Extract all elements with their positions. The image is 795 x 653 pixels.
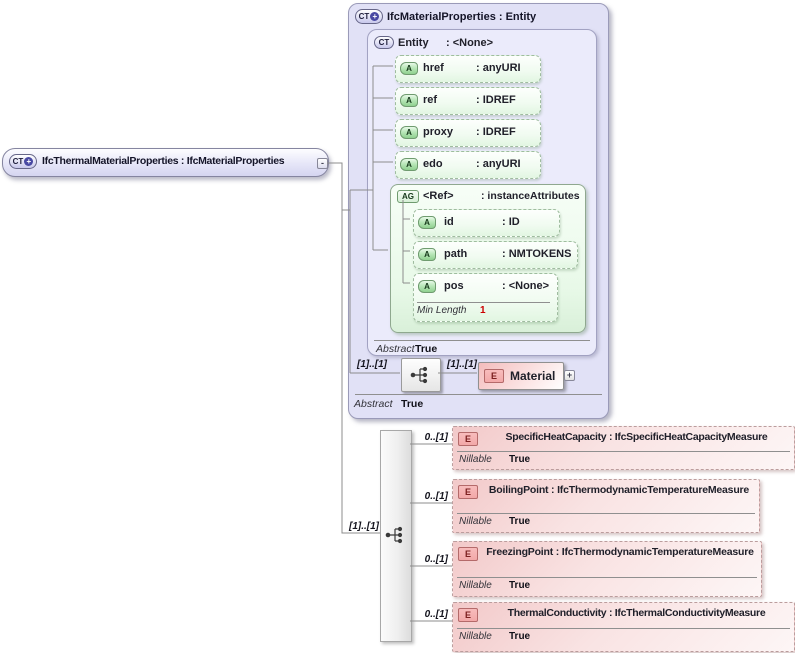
complextype-icon: CT +	[355, 9, 383, 24]
element-icon: E	[484, 369, 504, 383]
facet-value: 1	[480, 305, 486, 316]
entity-type: : <None>	[446, 37, 494, 49]
nillable-divider	[457, 628, 790, 629]
attribute-box-path: A path : NMTOKENS	[413, 241, 578, 269]
nillable-value: True	[509, 580, 531, 591]
element-box-thermalconductivity[interactable]: E ThermalConductivity : IfcThermalConduc…	[452, 602, 795, 652]
cardinality-label: 0..[1]	[424, 432, 448, 443]
sequence-glyph	[410, 366, 428, 384]
cardinality-label: 0..[1]	[424, 609, 448, 620]
abstract-value: True	[415, 343, 438, 355]
attribute-type: : ID	[502, 216, 520, 228]
expand-button[interactable]: +	[564, 370, 575, 381]
attribute-name: edo	[423, 158, 443, 170]
cardinality-label: [1]..[1]	[349, 521, 379, 532]
facet-label: Min Length	[417, 305, 467, 316]
attribute-icon: A	[400, 158, 418, 171]
root-type-title: IfcThermalMaterialProperties : IfcMateri…	[42, 155, 285, 167]
attribute-type: : NMTOKENS	[502, 248, 572, 260]
element-name: Material	[510, 369, 556, 383]
parent-type-title: IfcMaterialProperties : Entity	[387, 11, 537, 23]
abstract-label: Abstract	[354, 398, 393, 410]
badge-label: CT	[358, 12, 370, 21]
complextype-icon: CT	[374, 36, 394, 49]
plus-icon: +	[24, 157, 34, 166]
element-box-material[interactable]: E Material	[478, 362, 564, 390]
parent-type-box: CT + IfcMaterialProperties : Entity CT E…	[348, 3, 609, 419]
attribute-box-href: A href : anyURI	[395, 55, 541, 83]
element-box-specificheatcapacity[interactable]: E SpecificHeatCapacity : IfcSpecificHeat…	[452, 426, 795, 470]
attribute-box-proxy: A proxy : IDREF	[395, 119, 541, 147]
nillable-divider	[457, 577, 757, 578]
cardinality-label: [1]..[1]	[447, 359, 477, 370]
nillable-label: Nillable	[459, 454, 492, 465]
element-icon: E	[458, 547, 478, 561]
attribute-group-icon: AG	[397, 190, 419, 203]
nillable-label: Nillable	[459, 580, 492, 591]
attribute-icon: A	[418, 280, 436, 293]
abstract-value: True	[401, 398, 424, 410]
element-box-freezingpoint[interactable]: E FreezingPoint : IfcThermodynamicTemper…	[452, 541, 762, 597]
attribute-box-pos: A pos : <None> Min Length 1	[413, 273, 558, 322]
abstract-divider	[374, 340, 590, 341]
nillable-divider	[457, 513, 755, 514]
entity-name: Entity	[398, 37, 429, 49]
root-type-box: CT + IfcThermalMaterialProperties : IfcM…	[2, 148, 329, 177]
sequence-bar	[380, 430, 412, 642]
attribute-group-name: <Ref>	[423, 190, 454, 202]
cardinality-label: [1]..[1]	[357, 359, 387, 370]
attribute-name: href	[423, 62, 444, 74]
attribute-box-edo: A edo : anyURI	[395, 151, 541, 179]
element-title: SpecificHeatCapacity : IfcSpecificHeatCa…	[505, 431, 768, 443]
collapse-button[interactable]: -	[317, 158, 328, 169]
attribute-box-id: A id : ID	[413, 209, 560, 237]
attribute-name: ref	[423, 94, 438, 106]
element-title: BoilingPoint : IfcThermodynamicTemperatu…	[488, 484, 750, 496]
nillable-label: Nillable	[459, 516, 492, 527]
attribute-type: : anyURI	[476, 158, 521, 170]
nillable-value: True	[509, 454, 531, 465]
plus-icon: +	[370, 12, 380, 21]
complextype-icon: CT +	[9, 154, 37, 169]
facet-divider	[417, 302, 550, 303]
entity-base-box: CT Entity : <None> A href : anyURI A ref…	[367, 29, 597, 356]
cardinality-label: 0..[1]	[424, 491, 448, 502]
element-title: ThermalConductivity : IfcThermalConducti…	[507, 607, 766, 619]
sequence-icon	[401, 358, 441, 392]
attribute-icon: A	[400, 94, 418, 107]
attribute-name: id	[444, 216, 454, 228]
attribute-name: path	[444, 248, 468, 260]
attribute-name: pos	[444, 280, 464, 292]
element-icon: E	[458, 608, 478, 622]
element-title: FreezingPoint : IfcThermodynamicTemperat…	[486, 546, 754, 558]
abstract-divider	[355, 394, 602, 395]
element-icon: E	[458, 432, 478, 446]
attribute-type: : anyURI	[476, 62, 521, 74]
element-icon: E	[458, 485, 478, 499]
nillable-divider	[457, 451, 790, 452]
attribute-icon: A	[418, 248, 436, 261]
nillable-label: Nillable	[459, 631, 492, 642]
attribute-icon: A	[400, 126, 418, 139]
abstract-label: Abstract	[376, 343, 415, 355]
nillable-value: True	[509, 516, 531, 527]
sequence-glyph	[385, 526, 403, 544]
attribute-type: : IDREF	[476, 94, 516, 106]
attribute-group-type: : instanceAttributes	[481, 190, 580, 202]
element-box-boilingpoint[interactable]: E BoilingPoint : IfcThermodynamicTempera…	[452, 479, 760, 533]
attribute-type: : IDREF	[476, 126, 516, 138]
attribute-name: proxy	[423, 126, 453, 138]
attribute-box-ref: A ref : IDREF	[395, 87, 541, 115]
attribute-type: : <None>	[502, 280, 550, 292]
cardinality-label: 0..[1]	[424, 554, 448, 565]
nillable-value: True	[509, 631, 531, 642]
badge-label: CT	[12, 157, 24, 166]
attribute-group-box: AG <Ref> : instanceAttributes A id : ID …	[390, 184, 586, 333]
attribute-icon: A	[418, 216, 436, 229]
attribute-icon: A	[400, 62, 418, 75]
